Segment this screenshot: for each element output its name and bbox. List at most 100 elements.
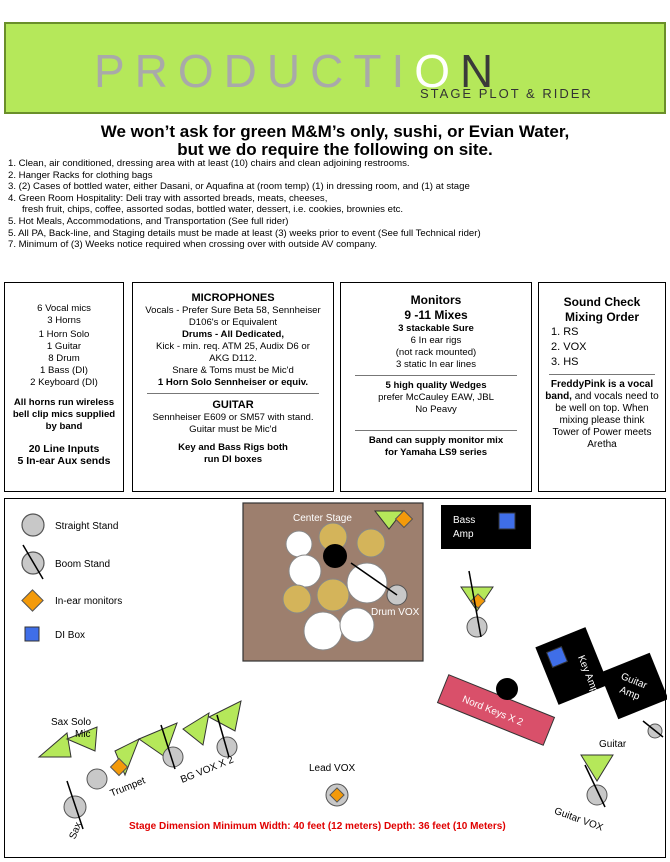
legend-di-box-icon bbox=[24, 626, 40, 642]
title-part-1: PRODUCTI bbox=[94, 45, 415, 97]
order-item: 2. VOX bbox=[551, 341, 587, 353]
input-line: 1 Bass (DI) bbox=[40, 365, 88, 376]
wedges-text: 5 high quality Wedges bbox=[385, 380, 487, 391]
vocals-mic-text: Vocals - Prefer Sure Beta 58, Sennheiser… bbox=[145, 305, 321, 328]
input-line: 1 Horn Solo bbox=[38, 329, 90, 340]
monitors-box: Monitors 9 -11 Mixes 3 stackable Sure 6 … bbox=[340, 282, 532, 492]
nord-keys: Nord Keys X 2 bbox=[436, 674, 556, 746]
in-ear-rigs-line: 6 In ear rigs bbox=[410, 335, 462, 346]
mix-note: and vocals need to be well on top. When … bbox=[552, 391, 659, 450]
horn-wedges bbox=[37, 700, 242, 777]
monitors-heading: Monitors bbox=[410, 293, 462, 307]
line-inputs-summary: 20 Line Inputs bbox=[28, 443, 100, 455]
center-stage-monitor-icon bbox=[373, 509, 414, 530]
input-line: 6 Vocal mics bbox=[37, 303, 91, 314]
cymbal bbox=[339, 607, 375, 643]
divider bbox=[355, 430, 517, 431]
input-line: 3 Horns bbox=[47, 315, 81, 326]
headline-line-2: but we do require the following on site. bbox=[177, 140, 493, 159]
kick-drum bbox=[303, 611, 343, 651]
cymbal bbox=[288, 554, 322, 588]
stage-dimensions: Stage Dimension Minimum Width: 40 feet (… bbox=[129, 821, 506, 832]
aux-sends-summary: 5 In-ear Aux sends bbox=[17, 455, 111, 467]
snare-text: Snare & Toms must be Mic'd bbox=[172, 365, 294, 376]
in-ear-rigs-text: 6 In ear rigs bbox=[341, 335, 531, 347]
requirement-item: 2. Hanger Racks for clothing bags bbox=[8, 169, 153, 181]
keys-throne bbox=[496, 678, 518, 700]
legend-straight-stand-icon bbox=[21, 513, 45, 537]
bass-wedge-icon bbox=[460, 570, 494, 638]
key-amp: Key Amp bbox=[535, 627, 609, 705]
title-part-2: O bbox=[414, 45, 461, 97]
bg-vox-stand bbox=[162, 746, 184, 768]
lead-vox-label: Lead VOX bbox=[309, 763, 355, 774]
static-lines-text: 3 static In ear lines bbox=[396, 359, 476, 370]
tom bbox=[316, 578, 350, 612]
order-item: 1. RS bbox=[551, 326, 579, 338]
banner-title: PRODUCTION bbox=[94, 44, 503, 98]
mixes-count: 9 -11 Mixes bbox=[404, 308, 468, 322]
trumpet-in-ear-icon bbox=[109, 757, 129, 777]
legend-in-ear-label: In-ear monitors bbox=[55, 596, 122, 607]
bg-vox-label: BG VOX X 2 bbox=[179, 754, 236, 785]
legend-in-ear-icon bbox=[21, 589, 44, 612]
soundcheck-box: Sound Check Mixing Order 1. RS 2. VOX 3.… bbox=[538, 282, 666, 492]
drum-vox-label: Drum VOX bbox=[371, 607, 420, 618]
divider bbox=[147, 393, 319, 394]
requirement-item: 5. All PA, Back-line, and Staging detail… bbox=[8, 227, 481, 239]
sax-solo-label-line1: Sax Solo bbox=[51, 717, 91, 728]
tom bbox=[282, 584, 312, 614]
guitar-label: Guitar bbox=[599, 739, 627, 750]
guitar-amp: Guitar Amp bbox=[599, 652, 667, 720]
title-part-3: N bbox=[460, 45, 504, 97]
horns-note: All horns run wireless bell clip mics su… bbox=[12, 397, 116, 432]
kick-mic-text: Kick - min. req. ATM 25, Audix D6 or AKG… bbox=[156, 341, 310, 364]
throne bbox=[323, 544, 347, 568]
guitar-stand-icon bbox=[642, 720, 664, 739]
legend-straight-stand-label: Straight Stand bbox=[55, 521, 118, 532]
requirement-item: fresh fruit, chips, coffee, assorted sod… bbox=[22, 204, 404, 216]
bg-vox-stand bbox=[216, 736, 238, 758]
inputs-box: 6 Vocal mics 3 Horns 1 Horn Solo 1 Guita… bbox=[4, 282, 124, 492]
band-name: FreddyPink is a vocal band, bbox=[545, 379, 654, 402]
center-stage-label: Center Stage bbox=[293, 513, 352, 524]
stage-plot: Straight Stand Boom Stand In-ear monitor… bbox=[4, 498, 667, 858]
no-peavy-text: No Peavy bbox=[415, 404, 457, 415]
requirement-item: 1. Clean, air conditioned, dressing area… bbox=[8, 158, 410, 169]
divider bbox=[355, 375, 517, 376]
legend-boom-stand-label: Boom Stand bbox=[55, 559, 110, 570]
order-item: 3. HS bbox=[551, 356, 579, 368]
sax-solo-mic-stand bbox=[86, 768, 108, 790]
requirement-item: 3. (2) Cases of bottled water, either Da… bbox=[8, 181, 470, 193]
trumpet-label: Trumpet bbox=[109, 775, 148, 799]
divider bbox=[549, 374, 655, 375]
cymbal bbox=[285, 530, 313, 558]
banner-subtitle: STAGE PLOT & RIDER bbox=[420, 86, 593, 101]
input-line: 8 Drum bbox=[48, 353, 80, 364]
drums-heading: Drums - All Dedicated, bbox=[182, 329, 284, 340]
legend-di-box-label: DI Box bbox=[55, 630, 85, 641]
sax-solo-label-line2: Mic bbox=[75, 729, 91, 740]
input-line: 2 Keyboard (DI) bbox=[30, 377, 98, 388]
tom bbox=[356, 528, 386, 558]
key-bass-di-text: Key and Bass Rigs both run DI boxes bbox=[178, 442, 288, 465]
input-line: 1 Guitar bbox=[46, 341, 82, 352]
prefer-text: prefer McCauley EAW, JBL bbox=[378, 392, 494, 403]
requirements-list: 1. Clean, air conditioned, dressing area… bbox=[8, 158, 668, 251]
drum-kit bbox=[282, 522, 408, 651]
stackable-text: 3 stackable Sure bbox=[398, 323, 474, 334]
microphones-heading: MICROPHONES bbox=[191, 292, 275, 304]
horn-stands bbox=[63, 714, 238, 830]
not-rack-text: (not rack mounted) bbox=[395, 347, 477, 358]
key-di-box-icon bbox=[545, 645, 569, 669]
guitar-vox-label: Guitar VOX bbox=[553, 806, 605, 834]
microphones-box: MICROPHONES Vocals - Prefer Sure Beta 58… bbox=[132, 282, 334, 492]
soundcheck-heading: Sound Check Mixing Order bbox=[563, 295, 641, 324]
band-supply-text: Band can supply monitor mix for Yamaha L… bbox=[368, 435, 504, 458]
bass-di-box-icon bbox=[498, 512, 516, 530]
legend-boom-stand-icon bbox=[21, 544, 45, 580]
guitar-heading: GUITAR bbox=[212, 399, 254, 411]
bass-amp bbox=[441, 505, 531, 549]
header-banner: PRODUCTION STAGE PLOT & RIDER bbox=[4, 22, 666, 114]
lead-vox-stand-icon bbox=[325, 783, 349, 807]
